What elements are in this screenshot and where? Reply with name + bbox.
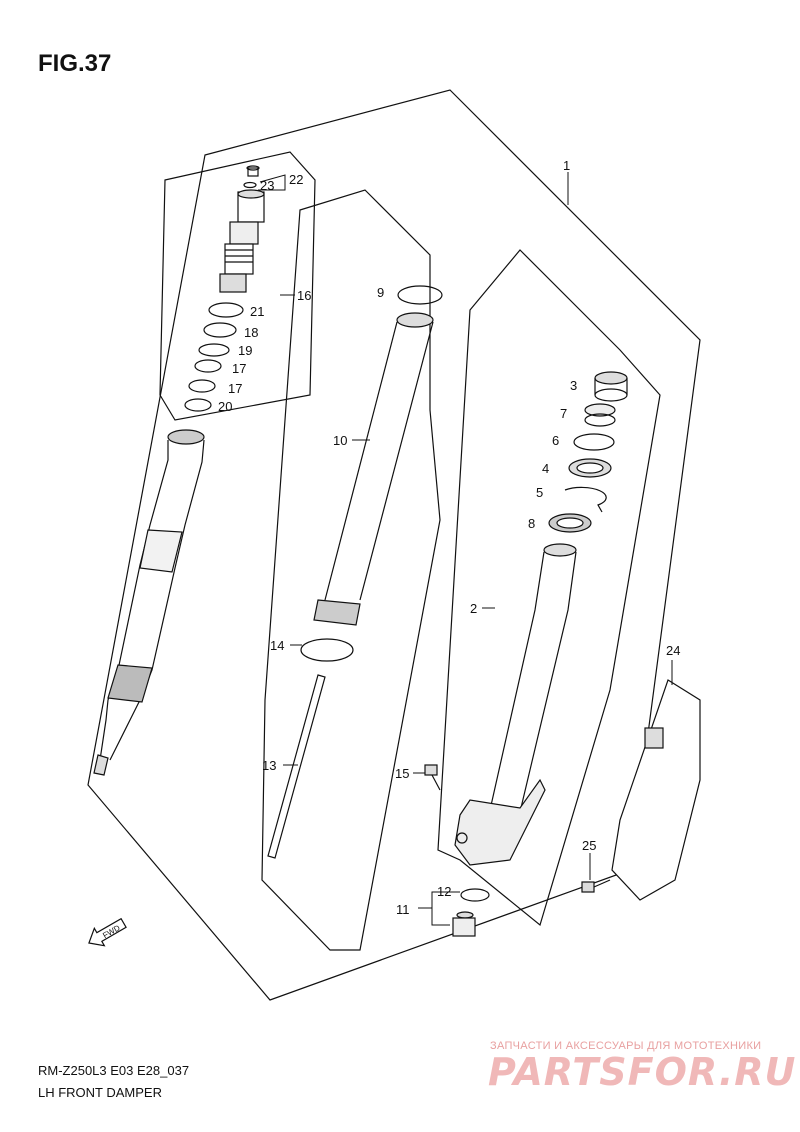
watermark-brand: PARTSFOR.RU <box>488 1050 797 1094</box>
gasket-12 <box>460 888 490 902</box>
callout-13: 13 <box>262 758 276 773</box>
leader-22-23 <box>258 174 286 191</box>
bolt-15 <box>424 764 441 791</box>
leader-11-12 <box>418 891 460 926</box>
o-ring-14 <box>300 638 354 662</box>
callout-12: 12 <box>437 884 451 899</box>
callout-22: 22 <box>289 172 303 187</box>
model-code: RM-Z250L3 E03 E28_037 <box>38 1063 190 1078</box>
callout-10: 10 <box>333 433 347 448</box>
ring-21 <box>208 302 244 318</box>
ring-17b <box>188 379 216 393</box>
cartridge-group-boundary <box>159 151 316 421</box>
callout-25: 25 <box>582 838 596 853</box>
ring-17a <box>194 359 222 373</box>
callout-14: 14 <box>270 638 284 653</box>
callout-20: 20 <box>218 399 232 414</box>
callout-21: 21 <box>250 304 264 319</box>
cartridge-valve-16 <box>219 189 265 293</box>
callout-1: 1 <box>563 158 570 173</box>
ring-20 <box>184 398 212 412</box>
callout-19: 19 <box>238 343 252 358</box>
inner-tube-group-boundary <box>437 249 661 927</box>
ring-19 <box>198 343 230 357</box>
damper-rod-assembly <box>93 429 205 776</box>
oil-seal-4 <box>568 458 612 478</box>
fork-guard-slot <box>644 727 664 749</box>
figure-title: FIG.37 <box>38 50 112 77</box>
fork-guard-24 <box>611 679 701 901</box>
bushing-3 <box>594 371 628 402</box>
callout-8: 8 <box>528 516 535 531</box>
watermark-subtitle: ЗАПЧАСТИ И АКСЕССУАРЫ ДЛЯ МОТОТЕХНИКИ <box>490 1040 762 1052</box>
forward-arrow-icon: FWD <box>88 917 127 947</box>
callout-4: 4 <box>542 461 549 476</box>
washer-23 <box>243 181 257 189</box>
callout-5: 5 <box>536 485 543 500</box>
callout-17b: 17 <box>228 381 242 396</box>
callout-3: 3 <box>570 378 577 393</box>
outer-tube-10 <box>313 312 434 626</box>
callout-9: 9 <box>377 285 384 300</box>
outer-tube-group-boundary <box>261 189 441 951</box>
callout-7: 7 <box>560 406 567 421</box>
callout-15: 15 <box>395 766 409 781</box>
callout-24: 24 <box>666 643 680 658</box>
o-ring-9 <box>397 285 443 305</box>
washer-6 <box>573 433 615 451</box>
stopper-ring-5 <box>564 486 607 513</box>
plug-11 <box>452 911 476 937</box>
part-name: LH FRONT DAMPER <box>38 1085 162 1100</box>
callout-17a: 17 <box>232 361 246 376</box>
rod-13 <box>267 674 326 859</box>
callout-16: 16 <box>297 288 311 303</box>
bushing-7 <box>584 403 616 427</box>
callout-23: 23 <box>260 178 274 193</box>
callout-2: 2 <box>470 601 477 616</box>
callout-11: 11 <box>396 902 410 917</box>
ring-18 <box>203 322 237 338</box>
inner-tube-2 <box>454 543 577 866</box>
callout-6: 6 <box>552 433 559 448</box>
callout-18: 18 <box>244 325 258 340</box>
bolt-25 <box>581 879 611 893</box>
bolt-22 <box>246 165 260 177</box>
dust-seal-8 <box>548 513 592 533</box>
